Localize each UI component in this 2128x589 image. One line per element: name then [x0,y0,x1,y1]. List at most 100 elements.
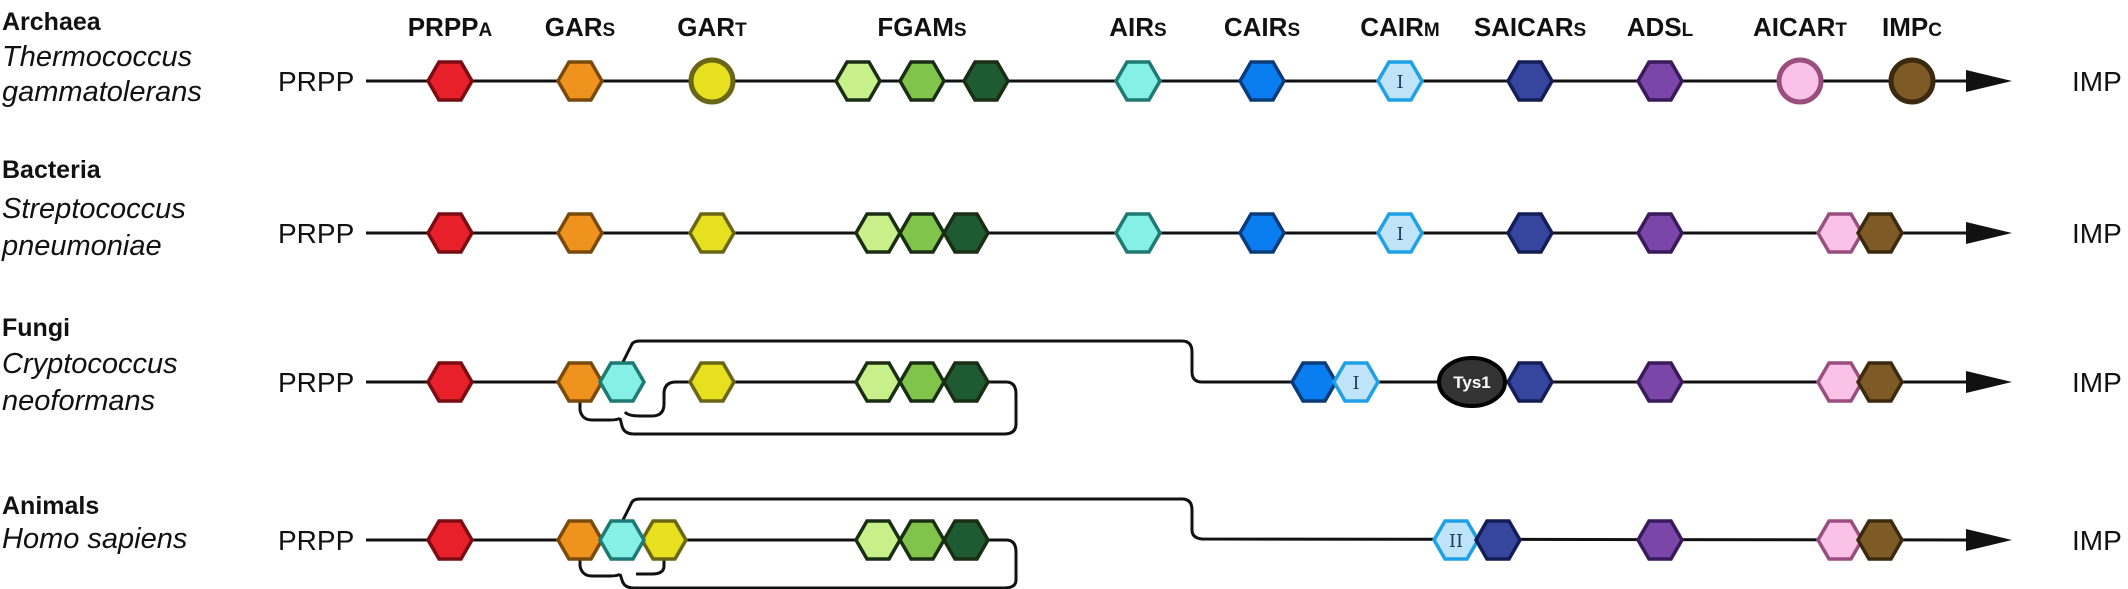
hexagon-icon [942,212,990,254]
hexagon-icon [1114,212,1162,254]
hexagon-icon [1290,361,1338,403]
hexagon-icon [1238,60,1286,102]
hexagon-icon [426,212,474,254]
hexagon-icon [1114,60,1162,102]
hexagon-icon [898,60,946,102]
end-label-imp: IMP [2072,367,2122,398]
enzyme-label-airs: AIRS [1109,12,1166,42]
enzyme-label-aicart: AICART [1753,12,1847,42]
hexagon-icon [1856,212,1904,254]
circle-domain-icon [1888,57,1936,105]
hexagon-icon [1636,519,1684,561]
hexagon-icon [598,361,646,403]
class-one-marker: I [1396,224,1403,245]
circle-domain-icon [1776,57,1824,105]
hexagon-icon [854,519,902,561]
hexagon-icon [426,361,474,403]
species-name-line2: gammatolerans [2,76,202,108]
circle-domain-icon [688,57,736,105]
hexagon-icon [1238,212,1286,254]
pathway-connector [578,398,622,422]
hexagon-icon [598,519,646,561]
class-one-marker: I [1352,373,1359,394]
species-name-line1: Thermococcus [2,41,192,73]
class-one-marker: I [1396,72,1403,93]
enzyme-label-adsl: ADSL [1627,12,1694,42]
tys1-label: Tys1 [1453,373,1491,392]
species-name-line1: Cryptococcus [2,348,178,380]
hexagon-icon [426,60,474,102]
row-fungi: Fungi Cryptococcus neoformans PRPP IMP I… [2,314,2122,436]
hexagon-icon [1506,361,1554,403]
row-animals: Animals Homo sapiens PRPP IMP II [2,492,2122,589]
hexagon-icon [426,519,474,561]
hexagon-icon [640,519,688,561]
arrowhead-icon [1966,371,2012,393]
arrowhead-icon [1966,70,2012,92]
hexagon-icon [1636,60,1684,102]
arrowhead-icon [1966,529,2012,551]
end-label-imp: IMP [2072,218,2122,249]
hexagon-icon [898,361,946,403]
start-label-prpp: PRPP [278,66,354,97]
group-title-bacteria: Bacteria [2,156,102,184]
hexagon-icon [962,60,1010,102]
hexagon-icon [1816,361,1864,403]
hexagon-icon [854,361,902,403]
hexagon-icon [556,60,604,102]
hexagon-icon [834,60,882,102]
species-name-line1: Homo sapiens [2,523,187,555]
hexagon-icon [556,361,604,403]
hexagon-icon [1506,60,1554,102]
pathway-connector [623,380,1000,418]
group-title-animals: Animals [2,492,99,520]
start-label-prpp: PRPP [278,218,354,249]
class-two-marker: II [1449,531,1463,552]
hexagon-icon [1506,212,1554,254]
hexagon-icon [688,212,736,254]
end-label-imp: IMP [2072,525,2122,556]
species-name-line1: Streptococcus [2,193,186,225]
enzyme-label-impc: IMPC [1882,12,1942,42]
start-label-prpp: PRPP [278,525,354,556]
hexagon-icon [942,361,990,403]
hexagon-icon [898,212,946,254]
enzyme-label-cairs: CAIRS [1224,12,1300,42]
enzyme-label-cairm: CAIRM [1360,12,1439,42]
hexagon-icon [1856,361,1904,403]
hexagon-icon [1816,519,1864,561]
enzyme-label-fgams: FGAMS [877,12,966,42]
pathway-connector [618,538,1018,589]
enzyme-label-gars: GARS [545,12,615,42]
hexagon-icon [556,519,604,561]
pathway-connector [618,380,1018,436]
pathway-connector [636,556,666,576]
species-name-line2: neoformans [2,385,155,417]
hexagon-icon [854,212,902,254]
hexagon-icon [1856,519,1904,561]
species-name-line2: pneumoniae [1,230,162,262]
arrowhead-icon [1966,222,2012,244]
start-label-prpp: PRPP [278,367,354,398]
hexagon-icon [556,212,604,254]
pathway-connector [620,339,1970,384]
pathway-connector [620,497,1971,542]
group-title-fungi: Fungi [2,314,70,342]
enzyme-label-gart: GART [677,12,747,42]
hexagon-icon [898,519,946,561]
end-label-imp: IMP [2072,66,2122,97]
group-title-archaea: Archaea [2,8,102,36]
hexagon-icon [1636,212,1684,254]
hexagon-icon [688,361,736,403]
tys1-domain [1437,356,1507,408]
enzyme-header: PRPPA GARS GART FGAMS AIRS CAIRS CAIRM S… [408,12,1943,42]
hexagon-icon [942,519,990,561]
enzyme-label-prppa: PRPPA [408,12,493,42]
hexagon-icon [1816,212,1864,254]
hexagon-icon [1474,519,1522,561]
row-bacteria: Bacteria Streptococcus pneumoniae PRPP I… [1,156,2122,262]
enzyme-label-saicars: SAICARS [1474,12,1586,42]
row-archaea: Archaea Thermococcus gammatolerans PRPP … [2,8,2122,108]
hexagon-icon [1636,361,1684,403]
